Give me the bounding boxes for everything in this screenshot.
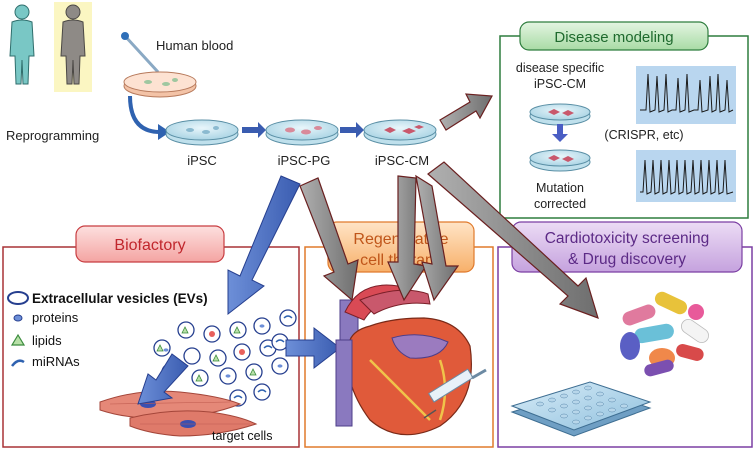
disease-modeling-panel: Disease modeling disease specific iPSC-C… — [499, 21, 749, 219]
cardiotox-title-line1: Cardiotoxicity screening — [545, 230, 710, 247]
cm-to-regenerative-arrow-a — [387, 175, 428, 302]
ipsc-label: iPSC — [187, 153, 217, 168]
ipsc-cm-dish-icon — [363, 119, 437, 146]
patient-figure-icon — [9, 4, 35, 85]
protein-legend-icon — [13, 314, 23, 322]
corrected-label: corrected — [534, 197, 586, 211]
regular-trace — [640, 159, 734, 195]
mutation-label: Mutation — [536, 181, 584, 195]
reprogramming-arrow — [128, 95, 161, 134]
pg-to-cm-arrow — [340, 122, 364, 138]
cm-to-cardiotox-arrow — [427, 161, 599, 319]
disease-specific-label: disease specific — [516, 61, 604, 75]
cm-to-regenerative-arrow-b — [415, 174, 460, 302]
crispr-label: (CRISPR, etc) — [604, 128, 683, 142]
legend-proteins: proteins — [32, 310, 79, 325]
target-cells-label: target cells — [212, 429, 272, 443]
legend-mirnas: miRNAs — [32, 354, 80, 369]
lipid-legend-icon — [10, 333, 26, 346]
blood-dish-icon — [123, 71, 197, 98]
syringe-icon — [423, 368, 487, 419]
legend-evs: Extracellular vesicles (EVs) — [32, 291, 208, 306]
evs-to-heart-arrow — [285, 326, 341, 370]
disease-dish-icon — [529, 103, 591, 126]
mirna-legend-icon — [11, 359, 25, 367]
corrected-dish-icon — [529, 149, 591, 172]
cardiotox-title-line2: & Drug discovery — [568, 251, 686, 268]
ipsc-dish-icon — [165, 119, 239, 146]
heart-illustration — [335, 284, 472, 436]
ipsc-pg-dish-icon — [265, 119, 339, 146]
evs-to-cells-arrow — [137, 353, 189, 405]
pills-icon — [620, 291, 709, 377]
ipsc-pg-label: iPSC-PG — [278, 153, 331, 168]
crispr-down-arrow — [552, 124, 568, 142]
pipette-icon — [121, 32, 160, 74]
ipsc-cm-label: iPSC-CM — [375, 153, 429, 168]
arrhythmic-trace — [640, 73, 734, 113]
legend-lipids: lipids — [32, 333, 62, 348]
target-cells-icon — [99, 390, 258, 437]
human-blood-label: Human blood — [156, 38, 233, 53]
ipsc-to-pg-arrow — [242, 122, 266, 138]
biofactory-title-tab — [75, 225, 225, 263]
disease-modeling-title: Disease modeling — [554, 29, 673, 46]
pg-to-regenerative-arrow — [299, 177, 359, 302]
disease-modeling-title-tab — [519, 21, 709, 51]
ev-legend-icon — [7, 291, 29, 305]
biofactory-title: Biofactory — [114, 237, 185, 254]
disease-ipsc-cm-label: iPSC-CM — [534, 77, 586, 91]
pg-to-biofactory-arrow — [227, 175, 301, 316]
reprogramming-label: Reprogramming — [6, 128, 99, 143]
healthy-donor-figure-icon — [60, 4, 86, 85]
well-plate-icon — [510, 381, 652, 437]
to-disease-modeling-arrow — [439, 93, 493, 131]
